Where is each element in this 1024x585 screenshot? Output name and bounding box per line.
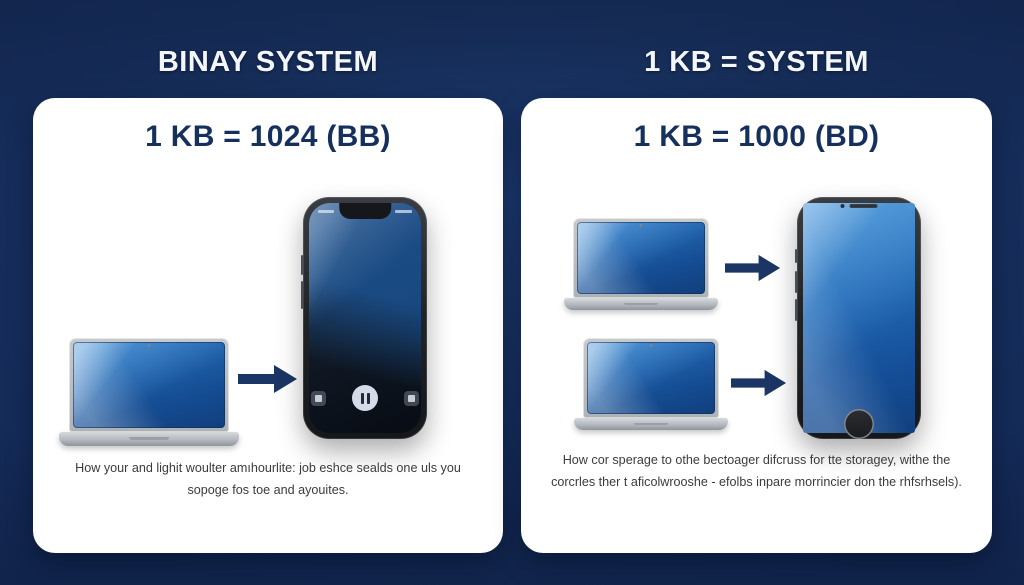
- laptop-base: [58, 431, 240, 446]
- laptop-lid: [573, 218, 709, 299]
- smartphone-icon: [795, 197, 921, 439]
- laptop-screen: [587, 342, 715, 415]
- laptop-lid: [69, 338, 229, 432]
- laptop-base: [564, 298, 718, 310]
- card-caption-left: How your and lighit woulter amıhourlite:…: [75, 461, 461, 497]
- phone-speaker-grill: [849, 204, 878, 208]
- laptop-screen: [577, 222, 705, 295]
- section-title-right: 1 KB = SYSTEM: [644, 46, 869, 78]
- arrow-right-icon: [238, 365, 297, 393]
- laptop-base: [574, 418, 728, 430]
- laptop-trackpad-notch: [129, 437, 169, 441]
- phone-front-camera-icon: [840, 204, 845, 208]
- phone-volume-up-button: [795, 271, 797, 293]
- phone-earpiece-area: [840, 204, 878, 208]
- arrow-right-icon-top: [725, 254, 781, 282]
- laptop-icon-top: [564, 218, 718, 310]
- stop-icon[interactable]: [311, 390, 326, 406]
- laptop-icon: [58, 338, 240, 446]
- laptop-camera-icon: [639, 223, 643, 227]
- smartphone-icon: [301, 197, 427, 439]
- laptop-screen: [73, 342, 225, 428]
- phone-volume-up-button: [301, 255, 303, 275]
- section-title-left: BINAY SYSTEM: [157, 46, 379, 78]
- phone-clock-indicator: [318, 210, 334, 213]
- card-headline-right: 1 KB = 1000 (BD): [633, 120, 880, 153]
- phone-volume-down-button: [301, 281, 303, 309]
- phone-status-bar: [309, 207, 421, 216]
- laptop-camera-icon: [147, 343, 151, 347]
- laptop-trackpad-notch: [624, 302, 658, 306]
- card-binary-system: 1 KB = 1024 (BB): [33, 98, 503, 553]
- card-decimal-system: 1 KB = 1000 (BD): [521, 98, 992, 553]
- card-caption-right: How cor sperage to othe bectoager difcru…: [551, 453, 962, 489]
- phone-volume-down-button: [795, 299, 797, 321]
- laptop-lid: [583, 338, 719, 419]
- phone-home-button[interactable]: [844, 409, 874, 439]
- phone-screen: [309, 203, 421, 433]
- laptop-icon-bottom: [574, 338, 728, 430]
- arrow-right-icon-bottom: [731, 369, 787, 397]
- pause-icon[interactable]: [352, 385, 378, 411]
- next-icon[interactable]: [404, 390, 419, 406]
- phone-media-controls: [309, 385, 421, 411]
- laptop-trackpad-notch: [634, 422, 668, 426]
- phone-notch: [339, 203, 391, 219]
- phone-mute-switch: [795, 249, 797, 263]
- phone-screen: [803, 203, 915, 433]
- card-headline-left: 1 KB = 1024 (BB): [145, 120, 391, 153]
- phone-battery-icon: [395, 210, 412, 213]
- laptop-camera-icon: [649, 343, 653, 347]
